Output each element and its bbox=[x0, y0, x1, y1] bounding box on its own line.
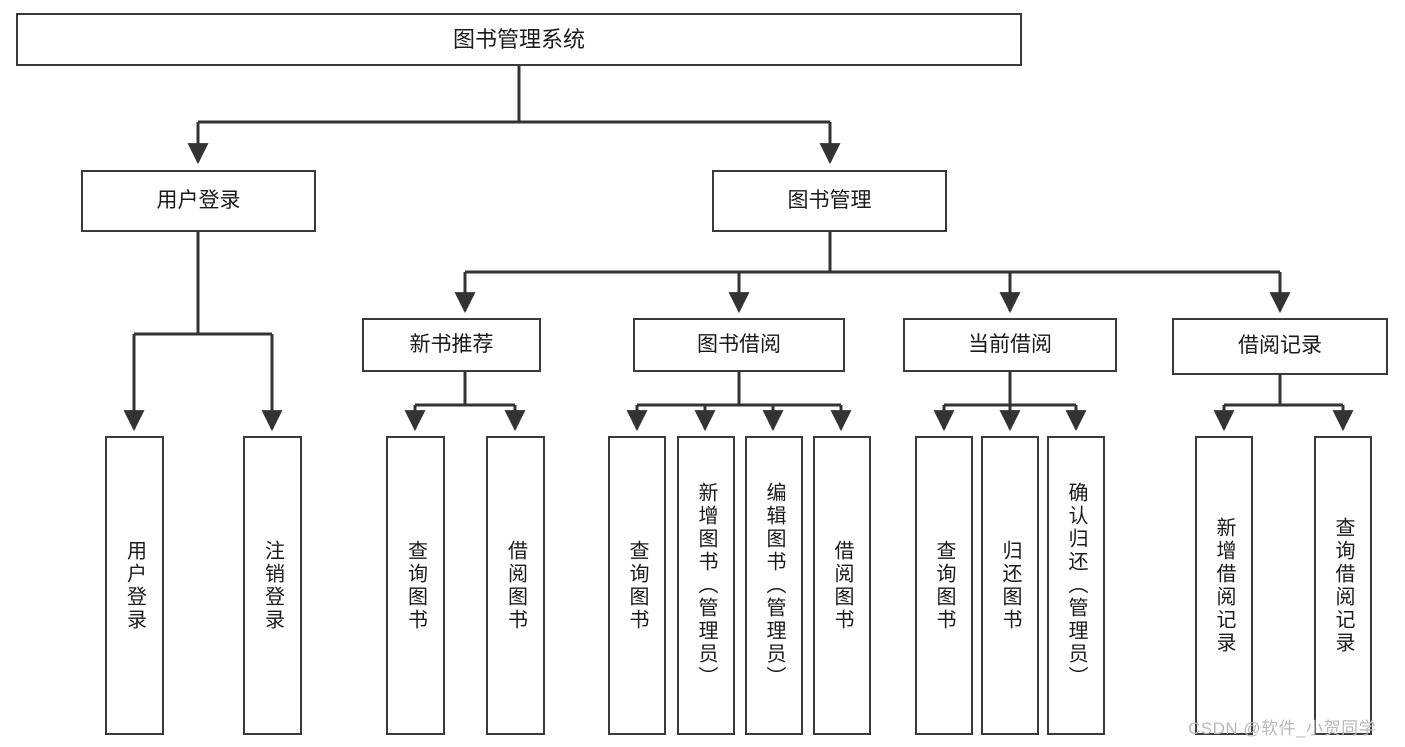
node-current-borrow[interactable]: 当前借阅 bbox=[903, 318, 1117, 372]
node-leaf-add-borrow-record[interactable]: 新增借阅记录 bbox=[1195, 436, 1253, 735]
node-label: 注销登录 bbox=[261, 539, 284, 632]
node-label: 图书管理系统 bbox=[452, 26, 585, 52]
node-label: 确认归还（管理员） bbox=[1065, 482, 1087, 689]
node-label: 图书借阅 bbox=[697, 332, 781, 356]
node-label: 用户登录 bbox=[156, 188, 241, 212]
node-label: 当前借阅 bbox=[968, 332, 1052, 356]
node-label: 编辑图书（管理员） bbox=[763, 482, 785, 689]
node-leaf-logout-login[interactable]: 注销登录 bbox=[243, 436, 302, 735]
node-label: 借阅图书 bbox=[504, 539, 527, 632]
node-leaf-user-login[interactable]: 用户登录 bbox=[105, 436, 164, 735]
node-root-book-management-system[interactable]: 图书管理系统 bbox=[16, 13, 1022, 66]
node-label: 新书推荐 bbox=[409, 332, 494, 356]
csdn-watermark: CSDN @软件_小贺同学 bbox=[1188, 719, 1377, 738]
node-label: 新增借阅记录 bbox=[1213, 516, 1235, 655]
node-leaf-query-borrow-record[interactable]: 查询借阅记录 bbox=[1314, 436, 1372, 735]
node-leaf-borrow-book[interactable]: 借阅图书 bbox=[813, 436, 871, 735]
node-label: 图书管理 bbox=[787, 188, 872, 212]
node-label: 查询图书 bbox=[404, 539, 427, 632]
node-label: 查询图书 bbox=[626, 539, 648, 632]
node-leaf-query-book-borrow[interactable]: 查询图书 bbox=[608, 436, 666, 735]
node-label: 新增图书（管理员） bbox=[695, 482, 717, 689]
node-label: 查询借阅记录 bbox=[1332, 516, 1354, 655]
node-leaf-borrow-book-recommend[interactable]: 借阅图书 bbox=[486, 436, 545, 735]
node-user-login[interactable]: 用户登录 bbox=[81, 170, 316, 232]
node-label: 用户登录 bbox=[123, 539, 146, 632]
node-label: 查询图书 bbox=[933, 539, 955, 632]
node-leaf-return-book[interactable]: 归还图书 bbox=[981, 436, 1039, 735]
node-leaf-query-book-recommend[interactable]: 查询图书 bbox=[386, 436, 445, 735]
node-book-borrow[interactable]: 图书借阅 bbox=[633, 318, 845, 372]
node-book-manage[interactable]: 图书管理 bbox=[712, 170, 947, 232]
node-leaf-query-book-current[interactable]: 查询图书 bbox=[915, 436, 973, 735]
node-leaf-confirm-return[interactable]: 确认归还（管理员） bbox=[1047, 436, 1105, 735]
node-new-book-recommend[interactable]: 新书推荐 bbox=[362, 318, 541, 372]
node-leaf-edit-book[interactable]: 编辑图书（管理员） bbox=[745, 436, 803, 735]
node-leaf-add-book[interactable]: 新增图书（管理员） bbox=[677, 436, 735, 735]
node-label: 借阅图书 bbox=[831, 539, 853, 632]
node-label: 借阅记录 bbox=[1238, 334, 1322, 358]
node-borrow-record[interactable]: 借阅记录 bbox=[1172, 318, 1388, 375]
node-label: 归还图书 bbox=[999, 539, 1021, 632]
